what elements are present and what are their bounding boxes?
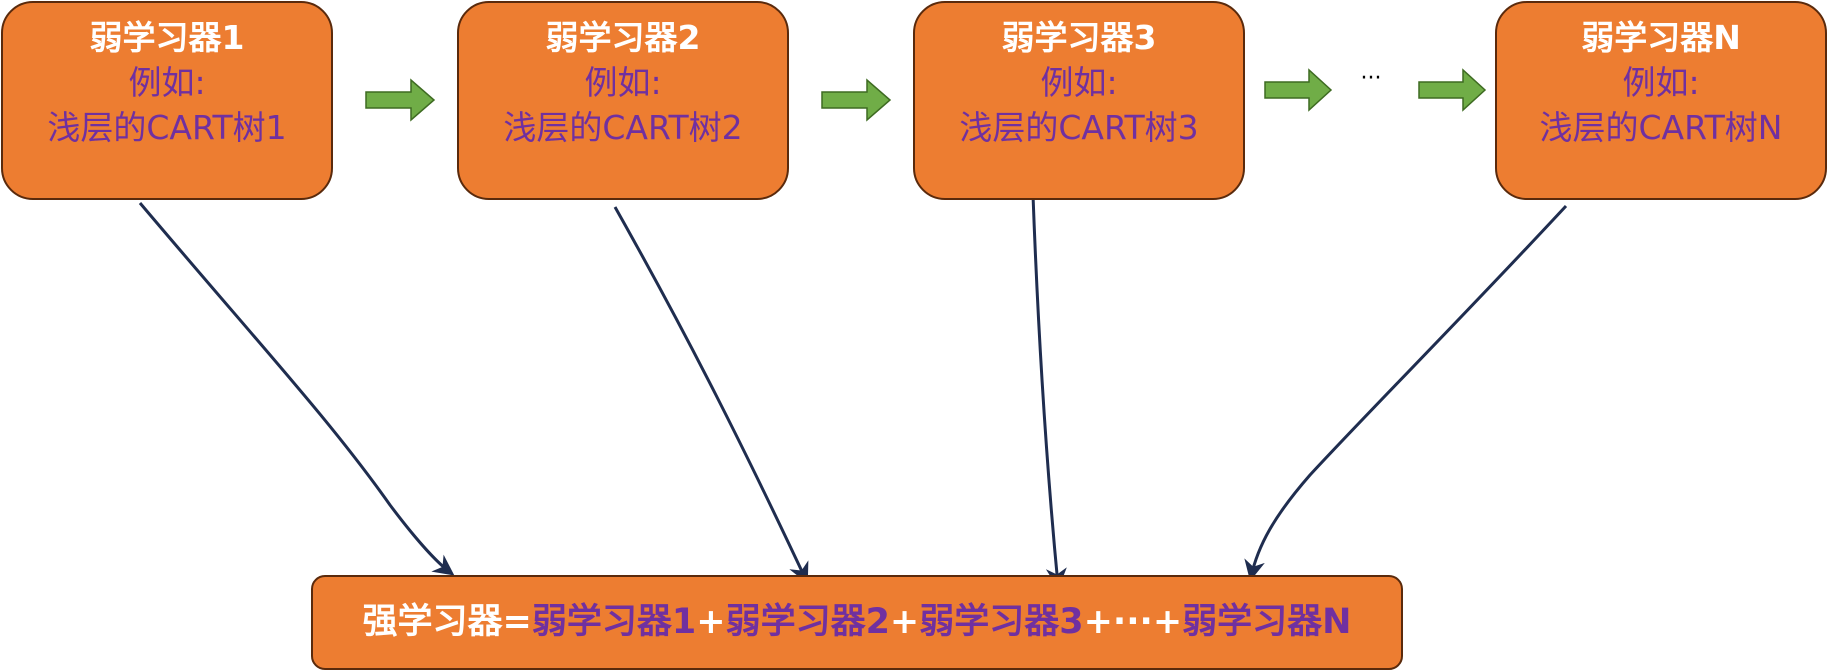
weak-learner-1-example-label: 例如: bbox=[128, 63, 206, 102]
weak-learner-3-example-label: 例如: bbox=[1040, 63, 1118, 102]
weak-learner-3-title: 弱学习器3 bbox=[1001, 18, 1157, 57]
equals-sign: = bbox=[502, 602, 532, 642]
plus-sign-2: + bbox=[889, 602, 920, 642]
weak-learner-2-description: 浅层的CART树2 bbox=[503, 108, 743, 147]
formula-term-3: 弱学习器3 bbox=[919, 602, 1084, 642]
formula-term-2: 弱学习器2 bbox=[725, 602, 890, 642]
strong-learner-box: 强学习器=弱学习器1+弱学习器2+弱学习器3+···+弱学习器N bbox=[311, 575, 1403, 670]
strong-learner-label: 强学习器 bbox=[362, 602, 503, 642]
connector-learner-1 bbox=[138, 202, 455, 576]
plus-sign-1: + bbox=[696, 602, 726, 642]
plus-ellipsis-plus: +···+ bbox=[1083, 602, 1183, 642]
weak-learner-1-box: 弱学习器1 例如: 浅层的CART树1 bbox=[1, 1, 333, 200]
weak-learner-2-title: 弱学习器2 bbox=[545, 18, 701, 57]
weak-learner-n-title: 弱学习器N bbox=[1581, 18, 1741, 57]
weak-learner-1-description: 浅层的CART树1 bbox=[47, 108, 287, 147]
formula-term-1: 弱学习器1 bbox=[531, 602, 697, 642]
connector-learner-2 bbox=[613, 206, 809, 584]
weak-learner-n-example-label: 例如: bbox=[1622, 63, 1700, 102]
flow-arrow-2 bbox=[821, 78, 892, 122]
formula-term-n: 弱学习器N bbox=[1182, 602, 1352, 642]
connector-learner-3 bbox=[1031, 194, 1067, 590]
weak-learner-3-description: 浅层的CART树3 bbox=[959, 108, 1199, 147]
flow-arrow-4 bbox=[1418, 68, 1487, 112]
weak-learner-3-box: 弱学习器3 例如: 浅层的CART树3 bbox=[913, 1, 1245, 200]
flow-arrow-1 bbox=[365, 78, 436, 122]
ellipsis-label: ··· bbox=[1360, 66, 1382, 91]
flow-arrow-3 bbox=[1264, 68, 1333, 112]
connector-learner-n bbox=[1244, 204, 1568, 582]
weak-learner-1-title: 弱学习器1 bbox=[89, 18, 245, 57]
weak-learner-n-description: 浅层的CART树N bbox=[1539, 108, 1783, 147]
weak-learner-2-example-label: 例如: bbox=[584, 63, 662, 102]
weak-learner-n-box: 弱学习器N 例如: 浅层的CART树N bbox=[1495, 1, 1827, 200]
weak-learner-2-box: 弱学习器2 例如: 浅层的CART树2 bbox=[457, 1, 789, 200]
